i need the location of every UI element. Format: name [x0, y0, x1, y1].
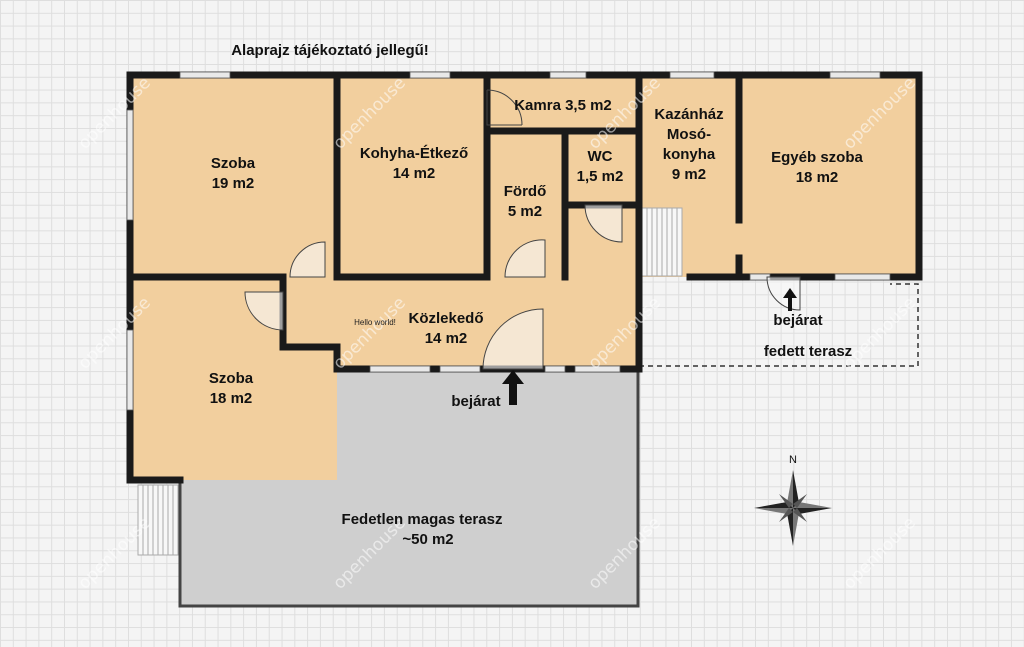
label-szoba-19-name: Szoba: [211, 155, 256, 172]
doors: [244, 89, 801, 370]
label-kazanhaz-line2: Mosó-: [667, 126, 711, 143]
label-szoba-19-area: 19 m2: [212, 175, 255, 192]
label-entrance-side: bejárat: [773, 312, 822, 329]
label-entrance-main: bejárat: [451, 393, 500, 410]
label-kozlekedo-area: 14 m2: [425, 330, 468, 347]
label-wc-area: 1,5 m2: [577, 168, 624, 185]
label-kazanhaz-area: 9 m2: [672, 166, 706, 183]
label-furdo-name: Fördő: [504, 183, 547, 200]
label-kazanhaz-line1: Kazánház: [654, 106, 723, 123]
entrance-arrow-side: [783, 288, 797, 311]
stairs-inside: [641, 207, 683, 277]
compass-rose: N: [754, 454, 832, 546]
label-covered-terrace: fedett terasz: [764, 343, 852, 360]
compass-north-label: N: [789, 454, 797, 466]
label-egyeb-area: 18 m2: [796, 169, 839, 186]
label-terrace-area: ~50 m2: [402, 531, 453, 548]
room-egyeb: [739, 75, 919, 277]
watermark-12: openhouse: [839, 513, 919, 593]
watermark-8: openhouse: [839, 293, 919, 373]
stairs-outside: [137, 484, 179, 556]
room-kozlekedo: [283, 205, 639, 369]
label-konyha-area: 14 m2: [393, 165, 436, 182]
label-kozlekedo-name: Közlekedő: [408, 310, 483, 327]
label-terrace-name: Fedetlen magas terasz: [342, 511, 503, 528]
label-kazanhaz-line3: konyha: [663, 146, 716, 163]
entrance-arrow-main: [502, 370, 524, 405]
label-szoba-18-area: 18 m2: [210, 390, 253, 407]
plan-note: Alaprajz tájékoztató jellegű!: [231, 42, 429, 59]
label-szoba-18-name: Szoba: [209, 370, 254, 387]
label-konyha-name: Kohyha-Étkező: [360, 145, 468, 162]
windows: [126, 71, 891, 411]
label-hello: Hello world!: [354, 318, 396, 327]
covered-terrace-outline: [639, 283, 919, 367]
room-fills: [130, 75, 919, 480]
label-wc-name: WC: [588, 148, 613, 165]
label-egyeb-name: Egyéb szoba: [771, 149, 863, 166]
label-kamra: Kamra 3,5 m2: [514, 97, 612, 114]
label-furdo-area: 5 m2: [508, 203, 542, 220]
room-szoba-18: [130, 277, 337, 480]
